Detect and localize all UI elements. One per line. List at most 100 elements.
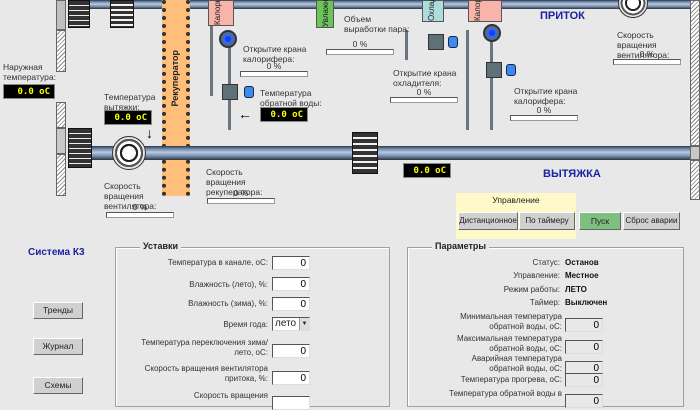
- recuperator: Рекуператор: [162, 0, 190, 196]
- setpoint-label: Влажность (зима), %:: [188, 299, 268, 308]
- heater2-valve-icon: [486, 62, 502, 78]
- exhaust-arrow-icon: ↓: [146, 125, 153, 141]
- heater1-valve-icon: [222, 84, 238, 100]
- setpoint-label: Температура переключения зима/лето, оС:: [141, 338, 268, 357]
- cooler-label: Охладитель: [427, 0, 436, 21]
- heater2-valve-label: Открытие крана калорифера:: [514, 86, 578, 106]
- left-wall-duct: [56, 0, 66, 30]
- return-water-arrow-icon: ←: [238, 106, 252, 122]
- trends-button[interactable]: Тренды: [33, 302, 83, 319]
- setpoint-label: Скорость вращения: [193, 391, 268, 400]
- heater2-pipe-b: [490, 40, 493, 130]
- status-key: Статус:: [532, 258, 560, 267]
- heater1-valve-bar: [240, 71, 308, 77]
- supply-filter-2: [110, 0, 134, 28]
- reset-alarm-button[interactable]: Сброс аварии: [623, 212, 680, 230]
- supply-fan-speed-label: Скорость вращения вентилятора:: [617, 30, 670, 60]
- exhaust-fan-speed-label: Скорость вращения вентилятора:: [104, 181, 157, 211]
- left-wall-duct-lower: [56, 128, 66, 154]
- system-title: Система К3: [28, 247, 85, 258]
- heater1-pipe-a: [210, 26, 213, 96]
- outdoor-temp-label: Наружная температура:: [3, 62, 56, 82]
- setpoints-title: Уставки: [140, 241, 182, 251]
- season-select[interactable]: лето ▼: [272, 317, 310, 331]
- param-label: Минимальная температура обратной воды, о…: [460, 312, 562, 331]
- setpoint-label: Влажность (лето), %:: [189, 280, 268, 289]
- exhaust-fan-speed-value: 0 %: [132, 202, 148, 212]
- cooler-valve-label: Открытие крана охладителя:: [393, 68, 457, 88]
- chevron-down-icon: ▼: [299, 318, 309, 330]
- right-wall-bottom: [690, 160, 700, 200]
- supply-duct: [90, 0, 690, 9]
- heater1-valve-label: Открытие крана калорифера:: [243, 44, 307, 64]
- supply-filter-1: [68, 0, 90, 28]
- return-water-display: 0.0 oC: [260, 107, 308, 122]
- heater2-unit: Калорифер: [468, 0, 502, 22]
- steam-output-value: 0 %: [352, 39, 368, 49]
- humidifier-label: Увлажнитель: [321, 0, 330, 27]
- setpoint-label: Скорость вращения вентилятора притока, %…: [144, 364, 268, 383]
- min-return-temp-input[interactable]: [565, 318, 603, 332]
- exhaust-fan-speed-input[interactable]: [272, 396, 310, 410]
- param-label: Аварийная температура обратной воды, оС:: [471, 354, 562, 373]
- steam-output-bar: [326, 49, 394, 55]
- supply-fan-speed-value: 0 %: [639, 49, 655, 59]
- cooler-valve-icon: [428, 34, 444, 50]
- work-mode-value: ЛЕТО: [565, 285, 587, 294]
- switch-temp-input[interactable]: [272, 344, 310, 358]
- heater1-unit: Калорифер: [208, 0, 234, 26]
- timer-key: Таймер:: [529, 298, 560, 307]
- left-wall-bottom: [56, 154, 66, 196]
- work-mode-key: Режим работы:: [503, 285, 560, 294]
- start-button[interactable]: Пуск: [579, 212, 621, 230]
- exhaust-filter: [68, 128, 92, 168]
- season-select-value: лето: [275, 318, 297, 329]
- cooler-pipe: [405, 30, 408, 60]
- param-label: Температура прогрева, оС:: [460, 375, 562, 384]
- exhaust-fan-icon: [112, 136, 146, 170]
- timer-value: Выключен: [565, 298, 608, 307]
- humidity-winter-input[interactable]: [272, 297, 310, 311]
- channel-temp-input[interactable]: [272, 256, 310, 270]
- return-temp-standby-input[interactable]: [565, 394, 603, 408]
- heater2-valve-bar: [510, 115, 578, 121]
- control-mode-value: Местное: [565, 271, 599, 280]
- cooler-valve-value: 0 %: [416, 87, 432, 97]
- supply-fan-speed-bar: [613, 59, 681, 65]
- parameters-title: Параметры: [432, 241, 490, 251]
- humidity-summer-input[interactable]: [272, 277, 310, 291]
- supply-label: ПРИТОК: [540, 10, 585, 22]
- recuperator-speed-bar: [207, 198, 275, 204]
- warmup-temp-input[interactable]: [565, 373, 603, 387]
- journal-button[interactable]: Журнал: [33, 338, 83, 355]
- heater1-valve-value: 0 %: [266, 61, 282, 71]
- exhaust-temp-label: Температура вытяжки:: [104, 92, 156, 112]
- humidifier-unit: Увлажнитель: [316, 0, 334, 28]
- exhaust-duct: [92, 146, 690, 160]
- control-title: Управление: [492, 195, 540, 205]
- recuperator-speed-value: 0 %: [233, 188, 249, 198]
- setpoint-label: Время года:: [223, 320, 268, 329]
- return-water-label: Температура обратной воды:: [260, 88, 322, 108]
- exhaust-filter-2: [352, 132, 378, 174]
- remote-button[interactable]: Дистанционное: [458, 212, 518, 230]
- heater2-pipe-a: [466, 30, 469, 130]
- heater1-label: Калорифер: [213, 0, 222, 25]
- max-return-temp-input[interactable]: [565, 340, 603, 354]
- cooler-valve-bar: [390, 97, 458, 103]
- left-wall-lower: [56, 102, 66, 128]
- recuperator-speed-label: Скорость вращения рекуператора:: [206, 167, 263, 197]
- timer-button[interactable]: По таймеру: [519, 212, 575, 230]
- setpoint-label: Температура в канале, оС:: [167, 258, 268, 267]
- heater2-valve-value: 0 %: [536, 105, 552, 115]
- cooler-unit: Охладитель: [422, 0, 444, 22]
- alarm-return-temp-input[interactable]: [565, 361, 603, 375]
- schemes-button[interactable]: Схемы: [33, 377, 83, 394]
- exhaust-duct-temp-display: 0.0 oC: [403, 163, 451, 178]
- left-wall: [56, 30, 66, 72]
- right-wall-duct: [690, 146, 700, 160]
- supply-fan-speed-input[interactable]: [272, 371, 310, 385]
- status-value: Останов: [565, 258, 599, 267]
- exhaust-label: ВЫТЯЖКА: [543, 168, 601, 180]
- exhaust-temp-display: 0.0 oC: [104, 110, 152, 125]
